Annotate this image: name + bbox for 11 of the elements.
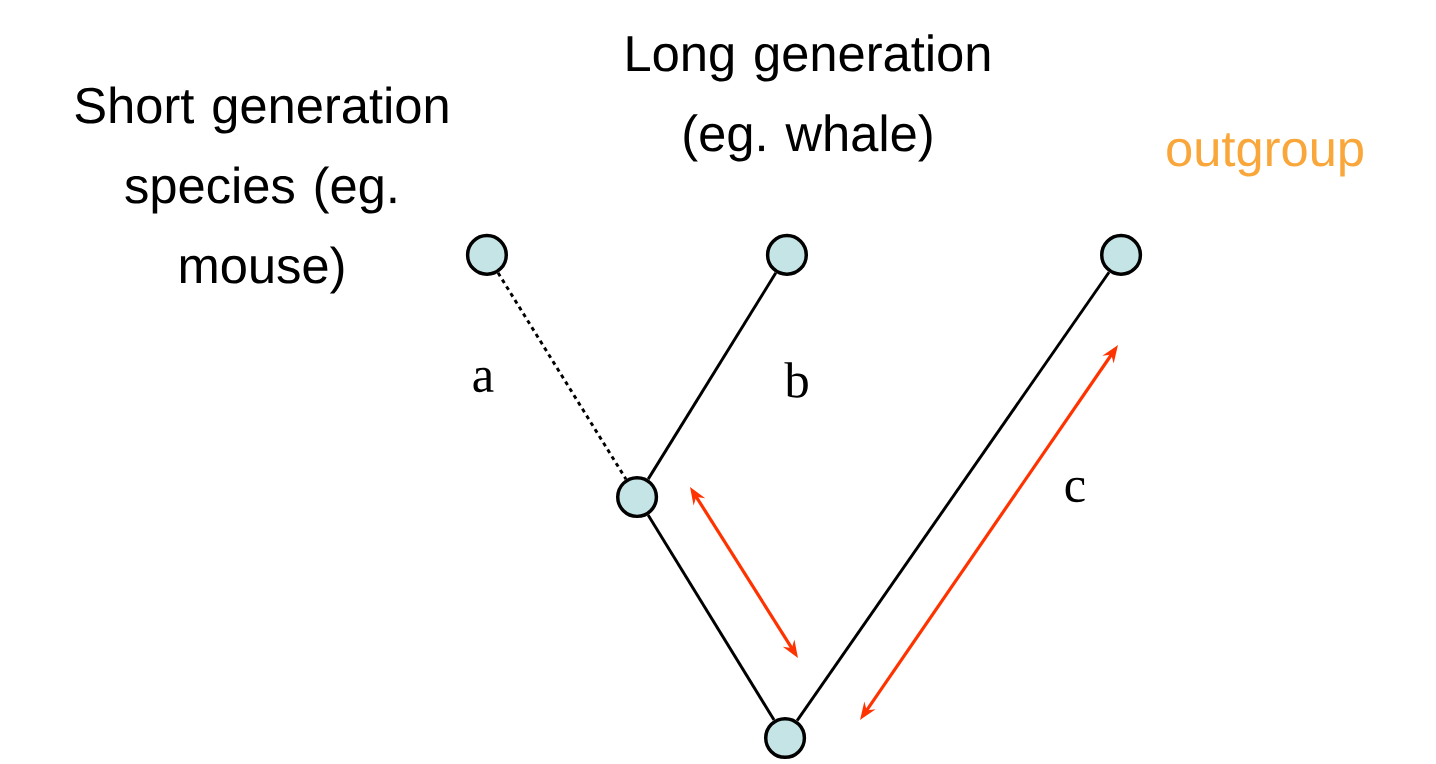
tree-branch — [496, 272, 628, 480]
branch-label: b — [784, 362, 808, 398]
tree-node-circle — [764, 716, 807, 760]
node-label: outgroup — [1167, 133, 1363, 177]
tree-branch — [646, 272, 778, 480]
tree-branch — [795, 271, 1111, 722]
branch-label: a — [473, 367, 494, 393]
node-label: Long generation (eg. whale) — [627, 34, 990, 162]
tree-branch — [646, 514, 776, 721]
branch-label: c — [1065, 477, 1085, 503]
tree-node-circle — [616, 476, 659, 519]
